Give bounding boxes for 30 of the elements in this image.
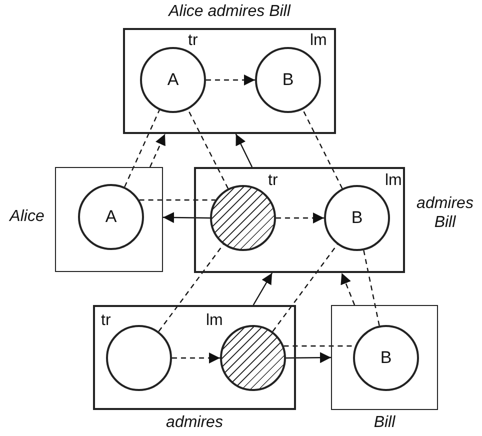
frame-label: Alice (8, 207, 46, 226)
dashed-line (124, 110, 160, 188)
dashed-line (302, 109, 343, 189)
role-label: lm (310, 32, 327, 50)
role-label: tr (101, 312, 111, 330)
arrow (172, 352, 220, 364)
role-label: lm (206, 312, 223, 330)
arrow (340, 272, 356, 306)
circle: B (255, 47, 321, 113)
circle: A (78, 184, 144, 250)
arrow (286, 352, 331, 364)
role-label: tr (268, 172, 278, 190)
circle: B (324, 185, 390, 251)
arrow (276, 212, 324, 224)
circle: B (353, 325, 419, 391)
frame-label: Alice admires Bill (167, 2, 292, 21)
frame-label: admires Bill (416, 194, 474, 232)
frame-label: Bill (372, 413, 396, 432)
dashed-line (139, 199, 216, 201)
circle: A (140, 47, 206, 113)
role-label: tr (188, 32, 198, 50)
frame-label: admires (165, 413, 224, 432)
arrow (206, 74, 255, 86)
circle (106, 325, 172, 391)
arrow (163, 212, 210, 224)
dashed-line (363, 250, 380, 326)
arrow (252, 272, 273, 306)
arrow (235, 134, 253, 168)
arrow (150, 134, 166, 168)
dashed-line (187, 109, 229, 189)
